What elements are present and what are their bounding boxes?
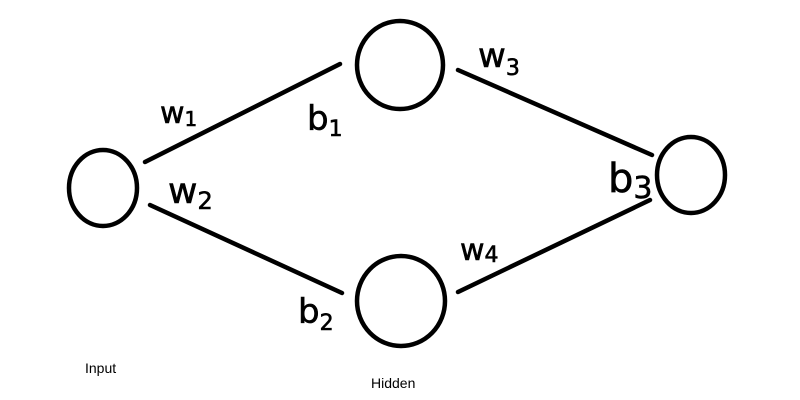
hidden-node-top bbox=[354, 18, 446, 112]
edge-hidden-bottom-to-output bbox=[455, 197, 653, 295]
input-layer-label: Input bbox=[85, 360, 117, 376]
weight-label-w4: w4 bbox=[460, 233, 499, 268]
bias-b3-letter: b bbox=[608, 156, 633, 202]
weight-w4-letter: w bbox=[460, 233, 485, 268]
bias-label-b3: b3 bbox=[608, 156, 652, 206]
bias-label-b1: b1 bbox=[307, 99, 343, 142]
bias-b3-subscript: 3 bbox=[633, 171, 652, 206]
edge-input-to-hidden-top bbox=[142, 61, 343, 165]
output-node bbox=[654, 134, 728, 216]
weight-label-w2: w2 bbox=[168, 171, 213, 215]
edge-input-to-hidden-bottom bbox=[147, 202, 345, 296]
weight-w3-letter: w bbox=[478, 36, 506, 76]
hidden-layer-label: Hidden bbox=[371, 375, 416, 391]
weight-w1-letter: w bbox=[160, 96, 185, 131]
weight-w3-subscript: 3 bbox=[506, 56, 520, 81]
weight-w4-subscript: 4 bbox=[485, 243, 499, 268]
bias-b2-subscript: 2 bbox=[320, 311, 334, 336]
input-node bbox=[66, 147, 140, 229]
weight-w2-letter: w bbox=[168, 171, 197, 212]
hidden-node-bottom bbox=[354, 253, 448, 349]
bias-b1-subscript: 1 bbox=[329, 117, 343, 142]
weight-label-w1: w1 bbox=[160, 96, 197, 131]
bias-label-b2: b2 bbox=[298, 292, 334, 336]
bias-b2-letter: b bbox=[298, 292, 320, 332]
weight-w2-subscript: 2 bbox=[197, 187, 212, 215]
bias-b1-letter: b bbox=[307, 99, 329, 139]
weight-label-w3: w3 bbox=[478, 36, 520, 81]
weight-w1-subscript: 1 bbox=[185, 107, 198, 131]
edge-hidden-top-to-output bbox=[455, 67, 655, 158]
